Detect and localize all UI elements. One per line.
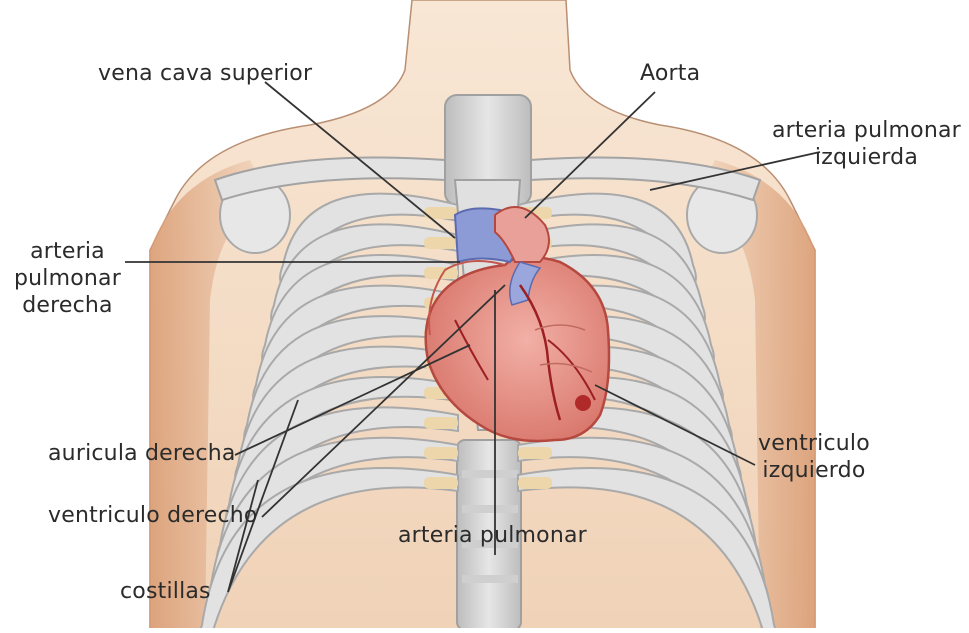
label-ventriculo-derecho: ventriculo derecho <box>48 502 258 529</box>
label-arteria-pulmonar: arteria pulmonar <box>398 522 587 549</box>
label-arteria-derecha-line3: derecha <box>14 292 121 319</box>
costal-cartilage <box>518 477 552 489</box>
label-arteria-derecha-line1: arteria <box>14 238 121 265</box>
label-ventriculo-izquierdo-line2: izquierdo <box>758 457 870 484</box>
costal-cartilage <box>424 237 458 249</box>
costal-cartilage <box>518 447 552 459</box>
costal-cartilage <box>424 477 458 489</box>
label-auricula-derecha: auricula derecha <box>48 440 236 467</box>
label-arteria-pulmonar-izquierda: arteria pulmonar izquierda <box>772 117 961 171</box>
label-aorta: Aorta <box>640 60 700 87</box>
costal-cartilage <box>424 417 458 429</box>
label-arteria-izquierda-line1: arteria pulmonar <box>772 117 961 144</box>
label-ventriculo-izquierdo-line1: ventriculo <box>758 430 870 457</box>
label-arteria-derecha-line2: pulmonar <box>14 265 121 292</box>
label-ventriculo-izquierdo: ventriculo izquierdo <box>758 430 870 484</box>
label-costillas: costillas <box>120 578 211 605</box>
label-arteria-pulmonar-derecha: arteria pulmonar derecha <box>14 238 121 319</box>
label-vena-cava-superior: vena cava superior <box>98 60 312 87</box>
costal-cartilage <box>424 447 458 459</box>
label-arteria-izquierda-line2: izquierda <box>772 144 961 171</box>
